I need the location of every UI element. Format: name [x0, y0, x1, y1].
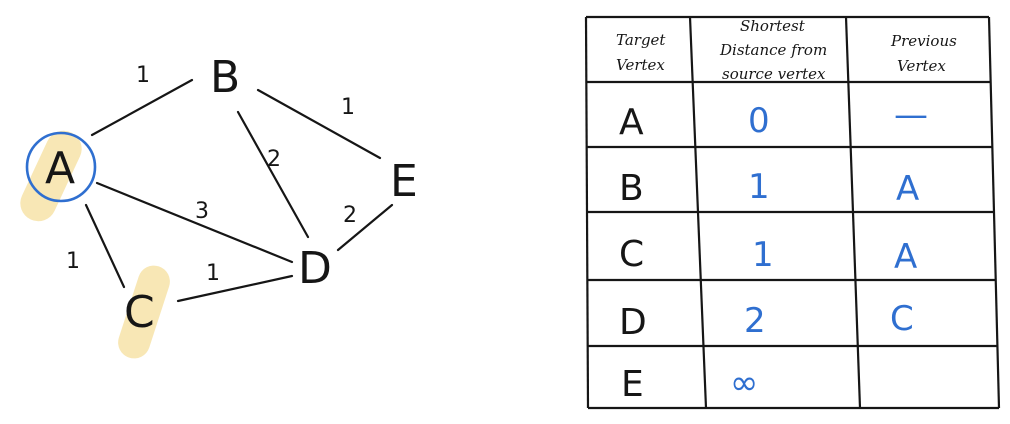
edge-weights: 1 1 3 2 1 1 2 [66, 63, 357, 286]
weight-a-b: 1 [136, 63, 150, 88]
weight-a-c: 1 [66, 249, 80, 274]
node-a: A [45, 143, 75, 194]
row-b-vertex: B [619, 168, 644, 209]
header-shortest-line2: Distance from [719, 41, 827, 59]
row-e-distance: ∞ [730, 363, 758, 403]
weight-d-e: 2 [343, 203, 357, 228]
header-shortest-line1: Shortest [740, 17, 806, 35]
weight-b-e: 1 [341, 95, 355, 120]
row-a-distance: 0 [748, 101, 770, 141]
weight-b-d: 2 [267, 147, 281, 172]
header-shortest-line3: source vertex [722, 65, 826, 83]
edge-c-d [176, 274, 294, 303]
edge-a-c [84, 203, 126, 289]
node-a-circle [25, 131, 97, 203]
node-d: D [298, 243, 332, 294]
row-d-vertex: D [619, 302, 647, 343]
header-previous-line2: Vertex [897, 57, 946, 75]
row-d-previous: C [890, 299, 914, 339]
row-a-previous: — [894, 95, 928, 135]
row-c-distance: 1 [752, 235, 774, 275]
graph-nodes: A B C D E [45, 52, 418, 338]
row-c-vertex: C [619, 234, 644, 275]
graph-edges [84, 78, 394, 303]
distance-table: Target Vertex Shortest Distance from sou… [584, 15, 1001, 410]
node-c: C [124, 287, 155, 338]
header-previous-line1: Previous [890, 32, 957, 50]
edge-d-e [336, 203, 394, 252]
highlight-marks [20, 130, 170, 359]
weight-c-d: 1 [206, 261, 220, 286]
row-b-distance: 1 [748, 167, 770, 207]
header-target-line1: Target [616, 31, 666, 49]
edge-b-e [256, 88, 382, 160]
row-a-vertex: A [619, 102, 644, 143]
node-e: E [390, 156, 418, 207]
header-target-line2: Vertex [616, 56, 665, 74]
row-b-previous: A [896, 169, 919, 209]
node-a-highlight [20, 130, 82, 222]
row-e-vertex: E [621, 364, 644, 405]
row-d-distance: 2 [744, 301, 766, 341]
node-c-highlight [118, 265, 170, 359]
edge-a-b [90, 78, 194, 137]
edge-b-d [236, 110, 310, 239]
weight-a-d: 3 [195, 199, 209, 224]
edge-a-d [95, 181, 294, 264]
node-b: B [210, 52, 240, 103]
row-c-previous: A [894, 237, 917, 277]
